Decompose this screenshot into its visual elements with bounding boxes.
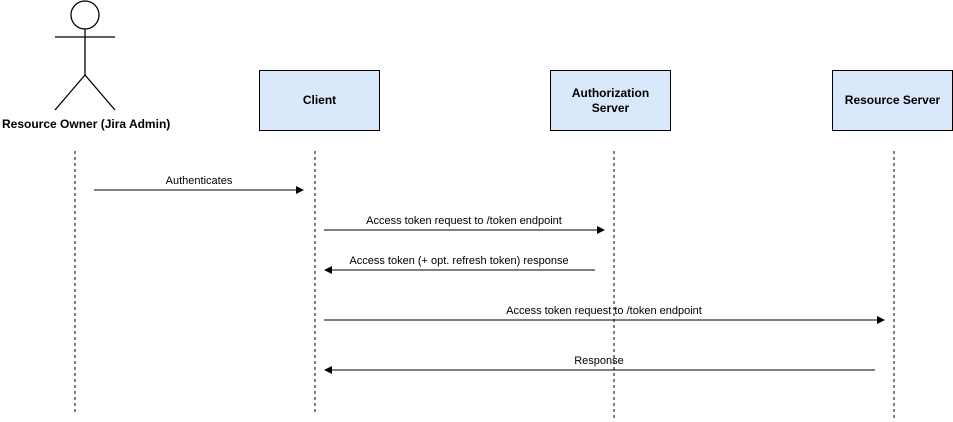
stick-figure-icon bbox=[54, 0, 116, 111]
actor-label: Resource Owner (Jira Admin) bbox=[2, 117, 171, 131]
participant-authorization-server: Authorization Server bbox=[550, 70, 671, 131]
message-label-token-request-auth: Access token request to /token endpoint bbox=[366, 215, 562, 227]
participant-resource-server: Resource Server bbox=[832, 70, 953, 131]
message-label-token-response: Access token (+ opt. refresh token) resp… bbox=[349, 255, 569, 267]
message-label-token-request-resource: Access token request to /token endpoint bbox=[506, 305, 702, 317]
message-label-authenticates: Authenticates bbox=[165, 175, 233, 187]
participant-client: Client bbox=[259, 70, 380, 131]
message-label-response: Response bbox=[574, 355, 624, 367]
